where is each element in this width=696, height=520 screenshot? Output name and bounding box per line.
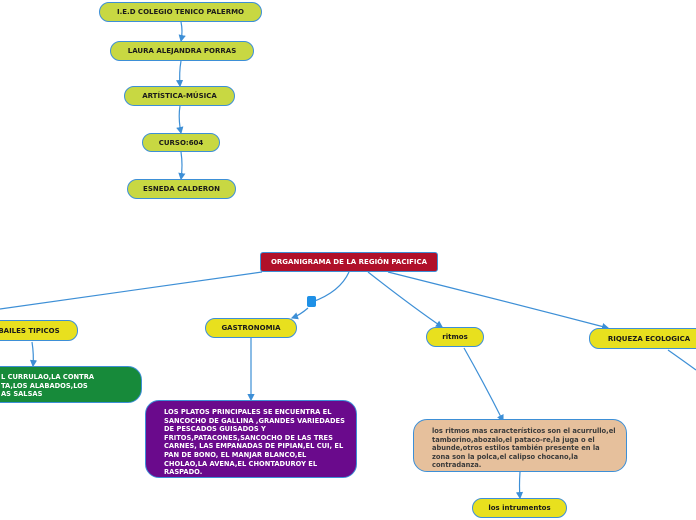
course-node[interactable]: CURSO:604 [142,133,220,152]
teacher-node[interactable]: ESNEDA CALDERON [127,179,236,199]
bailes-detail[interactable]: L CURRULAO,LA CONTRA TA,LOS ALABADOS,LOS… [0,366,142,403]
ritmos-detail[interactable]: los ritmos mas característicos son el ac… [413,419,627,472]
gastronomia-detail[interactable]: LOS PLATOS PRINCIPALES SE ENCUENTRA EL S… [145,400,357,478]
branch-bailes[interactable]: BAILES TIPICOS [0,320,78,341]
school-node[interactable]: I.E.D COLEGIO TENICO PALERMO [99,2,262,22]
instrumentos-node[interactable]: los intrumentos [472,498,567,518]
root-node[interactable]: ORGANIGRAMA DE LA REGIÓN PACIFICA [260,252,438,272]
branch-gastronomia[interactable]: GASTRONOMIA [205,318,297,338]
branch-ritmos[interactable]: ritmos [426,327,484,347]
branch-riqueza[interactable]: RIQUEZA ECOLOGICA [589,328,696,349]
student-node[interactable]: LAURA ALEJANDRA PORRAS [110,41,254,61]
subject-node[interactable]: ARTÍSTICA-MÚSICA [124,86,235,106]
drag-handle[interactable] [307,296,316,307]
